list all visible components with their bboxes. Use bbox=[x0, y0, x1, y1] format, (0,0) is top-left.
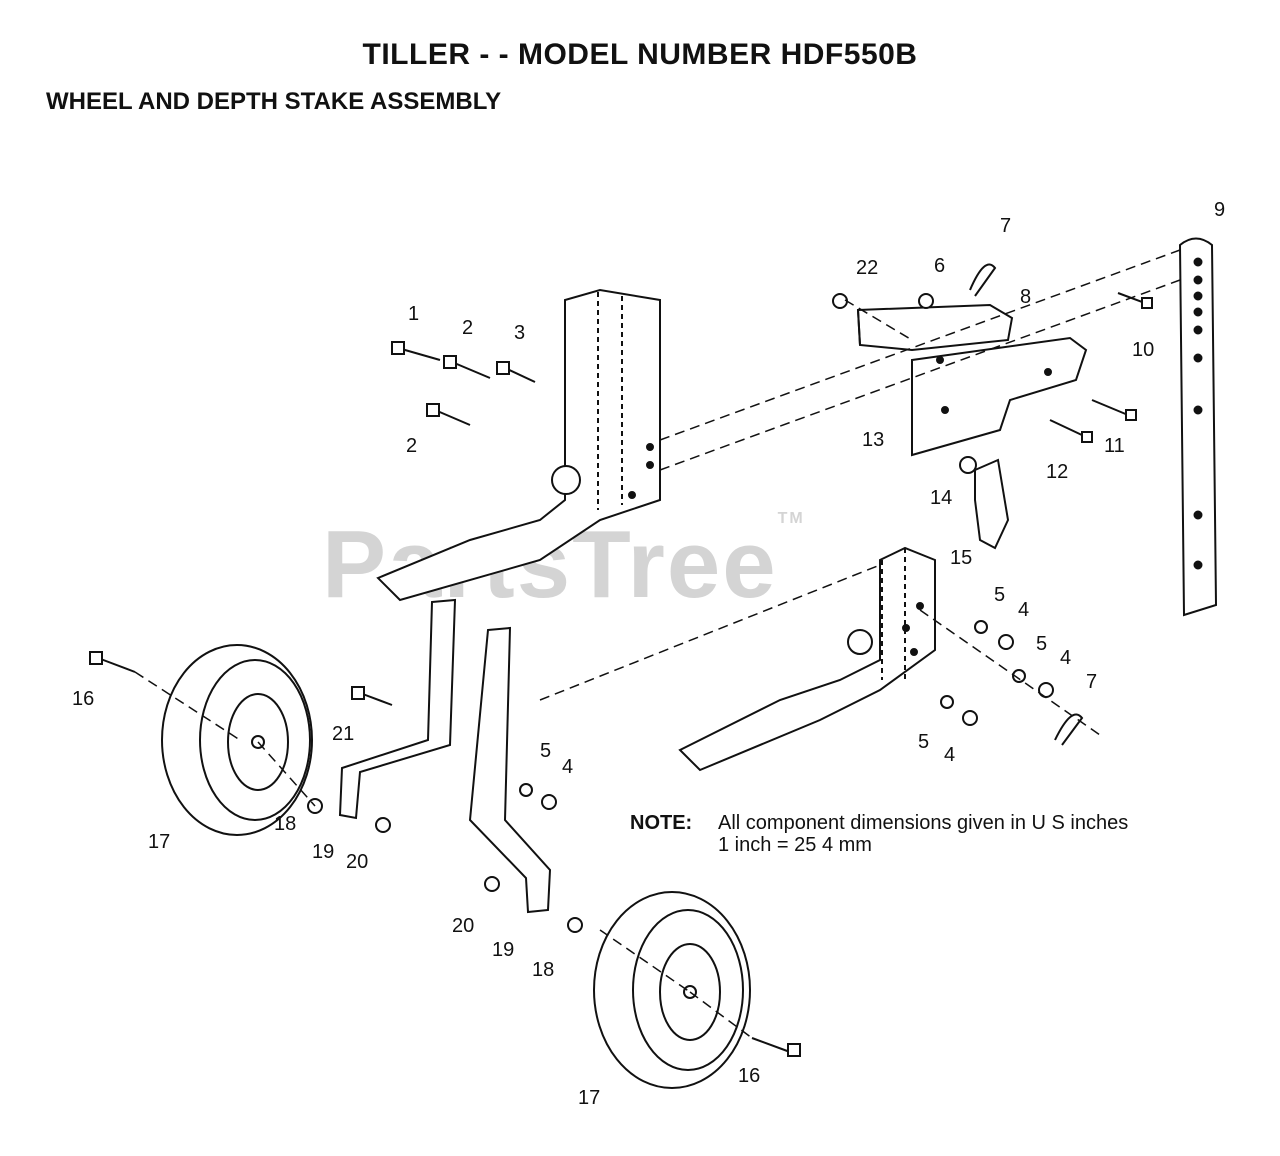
callout-labels: 1 2 3 2 22 6 7 8 9 10 11 12 13 14 15 5 4… bbox=[72, 199, 1225, 1109]
callout-4: 4 bbox=[1060, 647, 1071, 669]
callout-3: 3 bbox=[514, 322, 525, 344]
right-frame-bracket bbox=[678, 546, 936, 772]
callout-9: 9 bbox=[1214, 199, 1225, 221]
note-label: NOTE: bbox=[630, 812, 693, 834]
watermark-tm: TM bbox=[777, 510, 805, 527]
dimensions-note: NOTE: All component dimensions given in U… bbox=[630, 812, 1128, 856]
wheel-right bbox=[593, 891, 751, 1089]
callout-11: 11 bbox=[1104, 435, 1125, 457]
callout-5: 5 bbox=[994, 584, 1005, 606]
assembly-subtitle: WHEEL AND DEPTH STAKE ASSEMBLY bbox=[46, 88, 502, 115]
wheel-arms bbox=[338, 598, 552, 914]
callout-6: 6 bbox=[934, 255, 945, 277]
callout-18: 18 bbox=[532, 959, 554, 981]
callout-7: 7 bbox=[1000, 215, 1011, 237]
callout-20: 20 bbox=[346, 851, 368, 873]
callout-1: 1 bbox=[408, 303, 419, 325]
note-line2: 1 inch = 25 4 mm bbox=[718, 834, 872, 856]
callout-17: 17 bbox=[148, 831, 170, 853]
wheel-left bbox=[161, 644, 313, 836]
assembly-lines bbox=[134, 249, 1181, 1039]
callout-7: 7 bbox=[1086, 671, 1097, 693]
callout-18: 18 bbox=[274, 813, 296, 835]
callout-14: 14 bbox=[930, 487, 952, 509]
callout-4: 4 bbox=[944, 744, 955, 766]
callout-4: 4 bbox=[1018, 599, 1029, 621]
callout-8: 8 bbox=[1020, 286, 1031, 308]
depth-stake bbox=[1178, 237, 1218, 617]
page-title: TILLER - - MODEL NUMBER HDF550B bbox=[362, 38, 918, 71]
callout-19: 19 bbox=[312, 841, 334, 863]
callout-21: 21 bbox=[332, 723, 354, 745]
depth-lever bbox=[959, 456, 1010, 550]
callout-5: 5 bbox=[1036, 633, 1047, 655]
note-line1: All component dimensions given in U S in… bbox=[718, 812, 1129, 834]
callout-17: 17 bbox=[578, 1087, 600, 1109]
callout-20: 20 bbox=[452, 915, 474, 937]
callout-15: 15 bbox=[950, 547, 972, 569]
callout-22: 22 bbox=[856, 257, 878, 279]
callout-13: 13 bbox=[862, 429, 884, 451]
callout-19: 19 bbox=[492, 939, 514, 961]
callout-16: 16 bbox=[72, 688, 94, 710]
callout-5: 5 bbox=[918, 731, 929, 753]
left-frame-bracket bbox=[376, 288, 661, 602]
callout-2: 2 bbox=[462, 317, 473, 339]
callout-2: 2 bbox=[406, 435, 417, 457]
callout-10: 10 bbox=[1132, 339, 1154, 361]
callout-16: 16 bbox=[738, 1065, 760, 1087]
callout-5: 5 bbox=[540, 740, 551, 762]
callout-12: 12 bbox=[1046, 461, 1068, 483]
depth-stake-brackets bbox=[856, 303, 1088, 457]
callout-4: 4 bbox=[562, 756, 573, 778]
